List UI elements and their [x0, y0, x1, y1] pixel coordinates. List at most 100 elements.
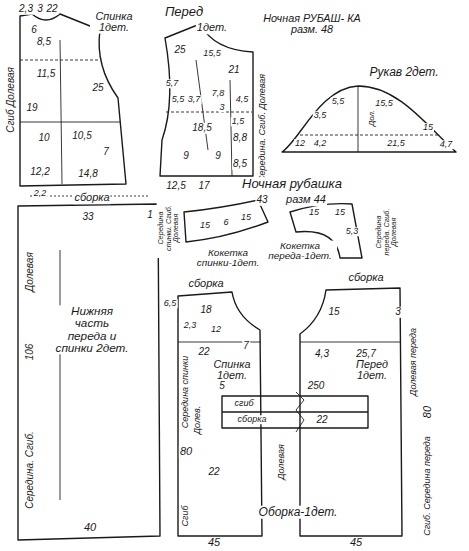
piece-label: Кокетка переда-1дет.	[263, 241, 337, 262]
dimension-label: 3	[218, 103, 225, 112]
dimension-label: 6	[222, 218, 229, 227]
dimension-label: 1,5	[231, 117, 246, 126]
guide-line	[300, 135, 440, 136]
dimension-label: 22	[197, 347, 210, 358]
piece-outline-path	[222, 396, 368, 428]
piece-outline	[14, 190, 164, 540]
dimension-label: 5,5	[171, 95, 186, 104]
pattern-piece: сгиб сборкаОборка-1дет.	[218, 390, 374, 524]
dimension-label: сборка	[73, 192, 110, 204]
piece-outline-path	[184, 200, 268, 242]
piece-label: Спинка 1дет.	[90, 11, 138, 34]
dimension-label: 6	[30, 25, 38, 36]
dimension-label: 2,2	[33, 189, 48, 198]
pattern-piece: Спинка 1дет. Сгиб Долевая	[4, 4, 154, 194]
piece-label: сборка	[237, 415, 268, 424]
dimension-label: 2,3	[18, 4, 34, 15]
dimension-label: 10,5	[71, 131, 92, 142]
dimension-label: 10	[37, 133, 50, 144]
dimension-label: 8,8	[232, 133, 248, 144]
piece-label: Долев.	[193, 405, 202, 435]
guide-line	[20, 60, 98, 61]
piece-label: Оборка-1дет.	[258, 506, 339, 519]
piece-label: Перед	[164, 5, 204, 19]
dimension-label: 12	[294, 139, 306, 148]
piece-label: Сгиб	[181, 504, 190, 527]
dimension-label: 25,7	[355, 349, 376, 360]
guide-line	[166, 112, 252, 113]
dimension-label: 43	[255, 195, 268, 206]
piece-outline-path	[20, 14, 126, 186]
dimension-label: 4,3	[314, 349, 330, 360]
piece-label: Кокетка спинки-1дет.	[190, 248, 266, 269]
piece-label: Спинка 1дет.	[208, 359, 256, 382]
dimension-label: 22	[207, 467, 220, 478]
dimension-label: 7	[102, 147, 110, 158]
dimension-label: 5,3	[345, 227, 360, 236]
dimension-label: 45	[349, 537, 363, 549]
dimension-label: 250	[307, 381, 326, 392]
guide-line	[20, 122, 121, 123]
dimension-label: 80	[179, 446, 193, 458]
piece-label: сгиб	[233, 399, 254, 408]
dimension-label: 14,8	[77, 169, 98, 180]
dimension-label: 12,2	[29, 167, 50, 178]
piece-label: Середина. Сгиб. Долевая	[258, 73, 267, 183]
dimension-label: 12	[210, 325, 222, 334]
grain-line	[60, 250, 61, 500]
dimension-label: 4,2	[313, 139, 328, 148]
dimension-label: 15	[199, 221, 211, 230]
pattern-piece: Середина спинки. Сгиб. ДолеваяКокетка сп…	[150, 196, 280, 272]
dimension-label: 45	[207, 537, 221, 549]
piece-label: Середина спинки. Сгиб. Долевая	[157, 198, 180, 258]
dimension-label: 80	[422, 405, 434, 419]
piece-label: Середина спинки	[181, 355, 190, 430]
dimension-label: 15	[240, 213, 252, 222]
dimension-label: 6,5	[163, 299, 178, 308]
piece-outline	[218, 390, 374, 524]
dimension-label: Сгиб. Середина переда	[423, 435, 432, 537]
dimension-label: 15	[327, 307, 340, 318]
dimension-label: 7	[242, 341, 250, 352]
piece-outline-path	[160, 24, 253, 176]
dimension-label: 5,7	[165, 79, 180, 88]
dimension-label: 2,3	[183, 321, 198, 330]
dimension-label: 15	[422, 123, 434, 132]
guide-line	[300, 342, 401, 343]
piece-label: Сгиб Долевая	[6, 66, 17, 134]
dimension-label: 3,7	[187, 95, 202, 104]
dimension-label: 9	[214, 151, 222, 162]
piece-label: Середина переда. Сгиб. Долевая	[375, 202, 398, 262]
piece-label: Перед 1дет.	[348, 359, 396, 382]
dimension-label: 8,5	[36, 37, 52, 48]
dart-line	[196, 60, 208, 150]
dimension-label: 25	[91, 83, 104, 94]
dimension-label: 25	[173, 45, 186, 56]
dimension-label: 5,5	[331, 97, 346, 106]
dimension-label: 15	[308, 208, 320, 217]
dimension-label: 22	[315, 415, 328, 426]
dimension-label: 22	[45, 4, 58, 15]
dimension-label: 11,5	[36, 69, 57, 80]
piece-label: Долевая	[25, 251, 36, 293]
dimension-label: Долевая переда	[409, 327, 418, 397]
pattern-piece: Нижняя часть переда и спинки 2дет.Середи…	[14, 190, 164, 540]
dimension-label: 106	[25, 343, 36, 362]
dimension-label: 17	[197, 181, 210, 192]
dimension-label: 15,5	[202, 49, 222, 58]
piece-label: сборка	[187, 278, 224, 290]
dimension-label: Ночная рубашка	[241, 177, 343, 191]
dimension-label: 18	[199, 305, 212, 316]
dimension-label: 1	[146, 210, 154, 221]
piece-label: Нижняя часть переда и спинки 2дет.	[54, 305, 130, 354]
dimension-label: 5	[218, 381, 226, 392]
dimension-label: 8,5	[232, 159, 248, 170]
dimension-label: 7,8	[211, 89, 226, 98]
dimension-label: Ночная РУБАШ- КА разм. 48	[261, 13, 363, 36]
dimension-label: 40	[83, 522, 97, 534]
guide-line	[60, 40, 62, 184]
dimension-label: 21,5	[386, 139, 406, 148]
dimension-label: 15,5	[374, 99, 394, 108]
dimension-label: 15	[334, 208, 346, 217]
